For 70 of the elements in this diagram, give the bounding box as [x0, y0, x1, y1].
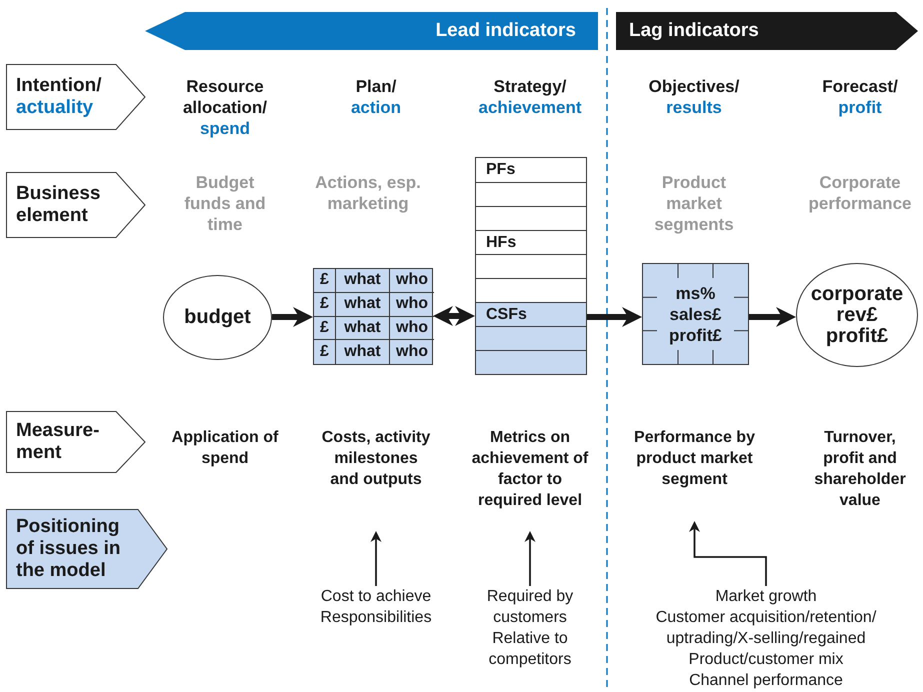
- measure-text: Costs, activity milestones and outputs: [321, 428, 431, 490]
- table-cell: £: [314, 292, 336, 316]
- row-header-tab: [6, 64, 146, 130]
- table-cell: who: [390, 269, 434, 293]
- column-heading: Strategy/: [492, 76, 568, 97]
- action-table: [313, 268, 433, 365]
- issue-text: Responsibilities: [319, 608, 433, 628]
- table-row: CSFs: [476, 302, 586, 326]
- table-cell: what: [336, 269, 390, 293]
- factor-stack: [475, 157, 587, 375]
- row-header-tab: [6, 411, 146, 473]
- issue-text: Required by customers: [486, 587, 574, 628]
- indicator-banner: [616, 12, 918, 50]
- column-heading: action: [350, 97, 402, 118]
- banner-label: Lead indicators: [436, 20, 576, 42]
- issue-text: Market growth: [714, 587, 818, 607]
- issue-text: Customer acquisition/retention/ uptrading/X-selling/regained: [654, 608, 878, 649]
- row-header-text: Business element: [16, 183, 102, 227]
- table-cell: who: [390, 292, 434, 316]
- column-heading: Forecast/: [821, 76, 899, 97]
- banner-label: Lag indicators: [629, 20, 759, 42]
- element-text: Budget funds and time: [183, 172, 267, 235]
- table-cell: who: [390, 316, 434, 340]
- column-heading: Objectives/: [648, 76, 740, 97]
- issue-text: Relative to competitors: [488, 629, 572, 670]
- issue-text: Cost to achieve: [320, 587, 432, 607]
- issue-text: Product/customer mix: [688, 650, 844, 670]
- table-cell: what: [336, 292, 390, 316]
- arrow: [587, 307, 642, 327]
- node-label: sales£: [670, 304, 722, 324]
- column-heading: profit: [837, 97, 883, 118]
- row-header-tab: [6, 172, 146, 238]
- node-label: corporate: [810, 284, 904, 304]
- element-text: Actions, esp. marketing: [314, 172, 422, 214]
- measure-text: Performance by product market segment: [633, 428, 756, 490]
- node-label: profit£: [826, 326, 888, 346]
- table-cell: £: [314, 269, 336, 293]
- table-cell-text: who: [395, 342, 429, 362]
- column-heading: Resource allocation/: [182, 76, 268, 118]
- node-label: profit£: [669, 324, 722, 346]
- table-cell: £: [314, 340, 336, 364]
- indicator-banner: [145, 12, 598, 50]
- arrow: [749, 307, 796, 327]
- arrow: [370, 531, 382, 586]
- row-header-tab: [6, 509, 168, 589]
- row-header-text: Positioning of issues in the model: [16, 516, 122, 582]
- arrow: [689, 521, 767, 586]
- arrow: [272, 307, 313, 327]
- column-heading: achievement: [478, 97, 582, 118]
- issue-text: Channel performance: [688, 671, 844, 691]
- row-header-text: Measure-ment: [16, 420, 100, 464]
- column-heading: spend: [198, 118, 252, 139]
- column-heading: results: [665, 97, 723, 118]
- segment-box: [642, 263, 749, 365]
- element-text: Corporate performance: [808, 172, 912, 214]
- column-heading: Plan/: [354, 76, 398, 97]
- table-cell: what: [336, 316, 390, 340]
- measure-text: Application of spend: [170, 428, 280, 469]
- node-label: budget: [184, 307, 251, 328]
- table-cell: £: [314, 316, 336, 340]
- table-cell: what: [336, 340, 390, 364]
- node-label: ms%: [676, 282, 716, 304]
- row-header-text: actuality: [16, 97, 94, 119]
- node-label: rev£: [836, 304, 878, 326]
- arrow: [433, 306, 475, 326]
- row-header-text: Intention/: [16, 75, 102, 97]
- measure-text: Turnover, profit and shareholder value: [813, 428, 907, 511]
- measure-text: Metrics on achievement of factor to required level: [470, 428, 590, 511]
- arrow: [524, 531, 536, 586]
- element-text: Product market segments: [653, 172, 735, 235]
